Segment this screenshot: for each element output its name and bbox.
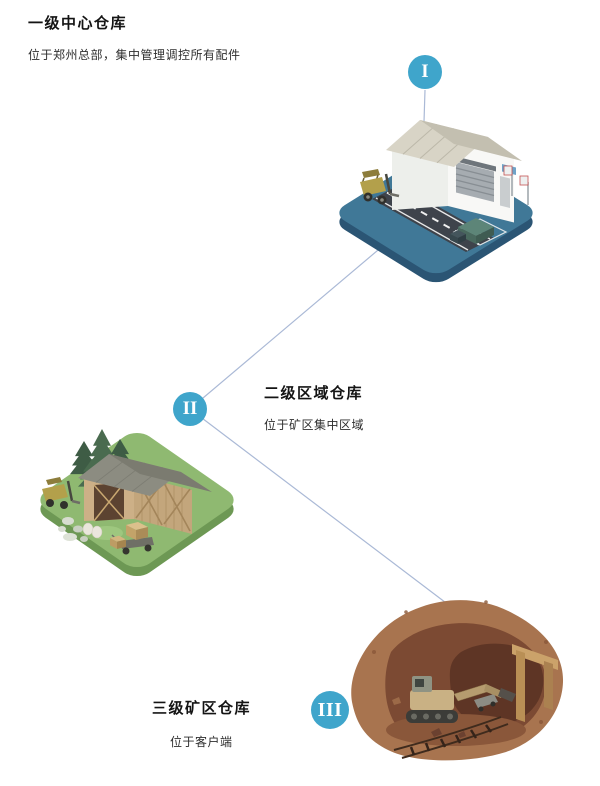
tier1-subtitle: 位于郑州总部，集中管理调控所有配件 xyxy=(28,48,241,62)
rail-track-icon xyxy=(393,716,509,759)
headquarters-warehouse-illustration xyxy=(339,120,533,283)
sacks-icon xyxy=(82,522,103,539)
tier2-label-group: 二级区域仓库 位于矿区集中区域 xyxy=(264,382,364,433)
barn-roof xyxy=(78,454,212,496)
connector-line-tier1-to-tier2 xyxy=(189,244,385,410)
barn-door-icon xyxy=(93,482,125,522)
warehouse-building xyxy=(386,120,522,223)
forklift-icon xyxy=(42,477,81,509)
mine-cart-icon xyxy=(474,694,498,712)
barn-building xyxy=(78,454,212,534)
tier2-subtitle: 位于矿区集中区域 xyxy=(264,418,365,432)
side-door xyxy=(500,176,510,208)
tier1-badge: I xyxy=(408,55,442,89)
delivery-truck-icon xyxy=(450,218,494,244)
rocks-icon xyxy=(392,697,466,738)
sign-poles-icon xyxy=(503,165,529,205)
connector-line-tier2-to-tier3 xyxy=(189,408,459,613)
crate-cart-icon xyxy=(110,522,154,555)
tier2-badge: II xyxy=(173,392,207,426)
connector-line-badge1-to-warehouse xyxy=(423,89,426,123)
regional-barn-warehouse-illustration xyxy=(40,429,234,577)
tier3-badge: III xyxy=(311,691,349,729)
roof xyxy=(386,120,522,167)
tier3-title: 三级矿区仓库 xyxy=(152,700,252,717)
forklift-icon xyxy=(360,169,400,205)
tier1-label-group: 一级中心仓库 位于郑州总部，集中管理调控所有配件 xyxy=(28,12,241,63)
shutter-door-icon xyxy=(455,162,495,202)
stones-icon xyxy=(58,517,88,542)
tier2-title: 二级区域仓库 xyxy=(264,385,364,402)
tier3-label-group: 三级矿区仓库 位于客户端 xyxy=(152,697,251,750)
underground-mine-illustration xyxy=(351,600,564,761)
shutter-header xyxy=(454,156,496,172)
roadheader-excavator-icon xyxy=(406,676,516,723)
timber-supports-icon xyxy=(512,644,558,722)
tier1-title: 一级中心仓库 xyxy=(28,15,128,32)
tier3-subtitle: 位于客户端 xyxy=(170,735,233,749)
